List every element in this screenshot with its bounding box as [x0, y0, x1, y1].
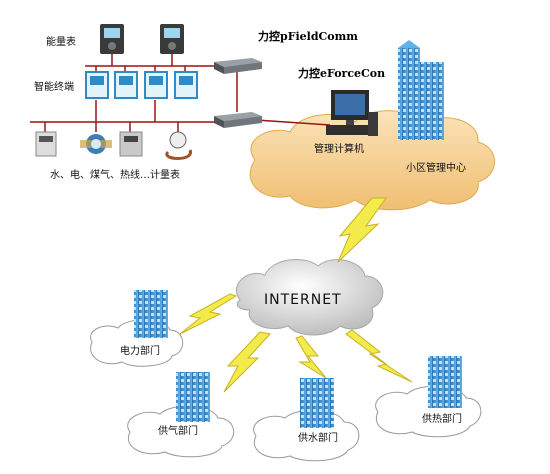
internet-label: INTERNET: [264, 292, 342, 308]
heat-building: [428, 356, 462, 408]
energy-meter-1: [100, 24, 124, 54]
energy-meter-label: 能量表: [46, 37, 76, 48]
brand-pfieldcomm: 力控pFieldComm: [258, 30, 358, 43]
water-label: 供水部门: [298, 433, 338, 444]
center-label: 小区管理中心: [406, 163, 466, 174]
gas-label: 供气部门: [158, 426, 198, 437]
lightning-power: [179, 293, 238, 335]
smart-terminal-label: 智能终端: [34, 82, 74, 93]
meters-caption: 水、电、煤气、热线…计量表: [50, 170, 180, 181]
smart-terminals: [85, 71, 198, 99]
lightning-gas: [223, 331, 271, 393]
lightning-heat: [345, 329, 413, 383]
management-computer: [326, 90, 378, 136]
water-building: [300, 378, 334, 428]
heat-label: 供热部门: [422, 414, 462, 425]
utility-meters: [35, 131, 192, 160]
lightning-center: [337, 197, 387, 263]
mgmt-computer-label: 管理计算机: [314, 144, 364, 155]
brand-eforcecon: 力控eForceCon: [298, 67, 386, 80]
center-buildings: [398, 40, 444, 140]
internet-cloud: [235, 259, 384, 336]
power-building: [134, 290, 168, 338]
switch-bottom: [214, 112, 262, 128]
switch-top: [214, 58, 262, 74]
power-label: 电力部门: [120, 346, 160, 357]
lightning-links: [179, 197, 413, 393]
energy-meter-2: [160, 24, 184, 54]
gas-building: [176, 372, 210, 422]
lightning-water: [295, 335, 327, 379]
